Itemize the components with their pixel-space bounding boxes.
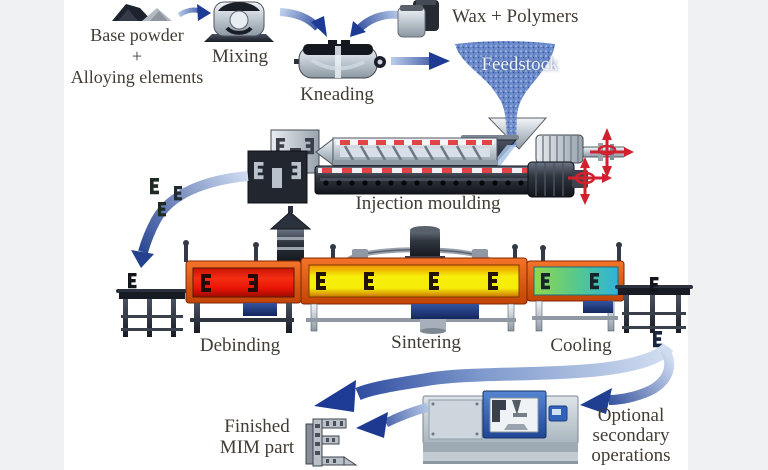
finished-line1: Finished [224,416,290,437]
optional-line1: Optional [597,405,665,426]
arrow-wax-to-kneader [350,10,400,37]
cooling-label: Cooling [550,335,612,356]
finished-part-icon [305,418,358,467]
base-powder-line3: Alloying elements [70,67,204,87]
sintering-furnace-icon [300,226,528,334]
finished-line2: MIM part [219,437,295,458]
feedstock-label: Feedstock [481,54,559,75]
arrow-mixer-to-kneader [279,8,327,37]
base-powder-line1: Base powder [90,25,184,45]
arrow-powder-to-mixer [177,4,211,21]
powder-piles-icon [112,4,172,21]
mould-plates-icon [247,129,320,204]
kneading-label: Kneading [300,84,374,105]
mixing-label: Mixing [212,46,268,67]
finished-mim-part-label: Finished MIM part [220,416,294,458]
mixer-machine-icon [204,1,274,42]
arrow-mould-to-debinding [131,171,249,268]
exit-conveyor-table-icon [615,277,693,333]
left-margin-bar [0,0,64,470]
optional-secondary-operations-label: Optional secondary operations [591,406,670,466]
optional-line2: secondary [592,425,670,446]
injection-moulding-machine-icon [247,128,634,205]
arrow-kneader-to-feedstock [391,52,450,70]
kneader-machine-icon [294,40,386,79]
arrow-secondary-to-finished [356,402,430,438]
wax-polymer-bags-icon [397,0,439,38]
base-powder-label: Base powder + Alloying elements [71,25,203,88]
cnc-machine-icon [422,390,579,464]
base-powder-line2: + [131,46,143,66]
injection-moulding-label: Injection moulding [355,193,501,214]
sintering-label: Sintering [391,332,461,353]
debinding-label: Debinding [199,335,281,356]
optional-line3: operations [591,445,671,466]
arrow-cooling-to-secondary [580,346,675,414]
entry-conveyor-table-icon [116,240,189,337]
wax-polymers-label: Wax + Polymers [452,6,579,27]
right-margin-bar [688,0,768,470]
furnace-line [116,206,693,337]
cooling-furnace-icon [526,242,625,332]
motion-arrows-icon [568,128,634,205]
arrow-cooling-to-finished [314,331,674,412]
debinding-furnace-icon [185,206,312,333]
